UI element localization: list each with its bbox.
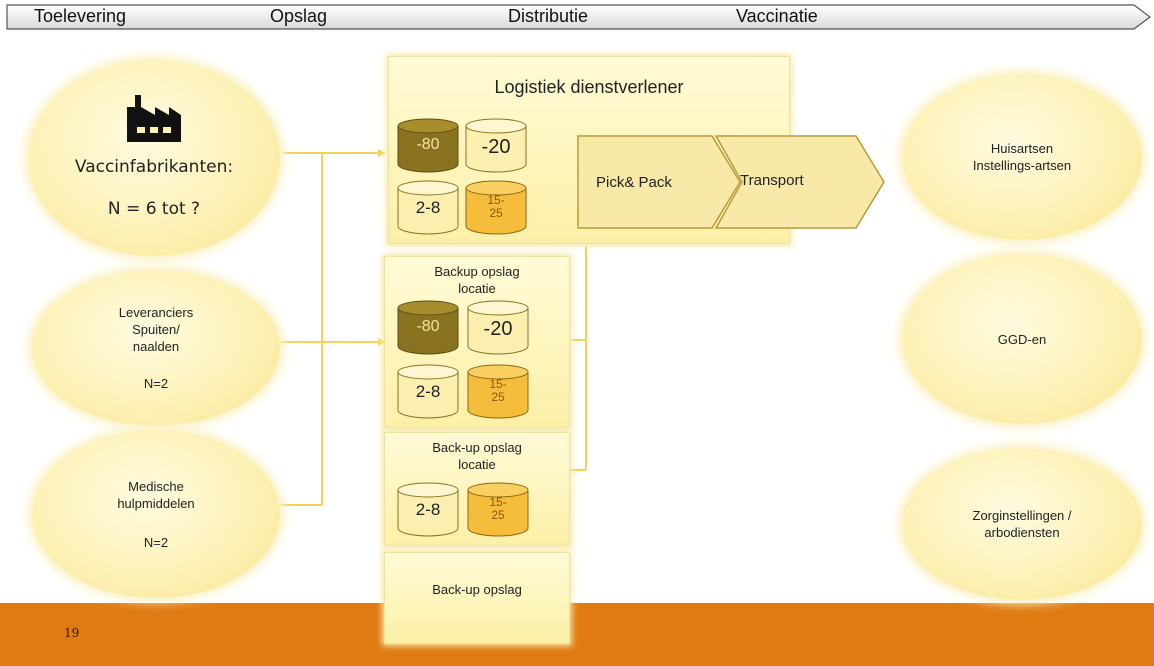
logistics-provider-title: Logistiek dienstverlener — [494, 77, 684, 97]
phase-vaccinatie: Vaccinatie — [736, 6, 818, 26]
vaccine-manufacturers-label: Vaccinfabrikanten: — [74, 157, 234, 177]
backup2-cylinder-15-25: 15- 25 — [466, 482, 530, 538]
recipient-ggd-line-1: GGD-en — [997, 331, 1047, 347]
syringe-suppliers-node: Leveranciers Spuiten/ naalden N=2 — [32, 270, 280, 426]
process-arrows — [577, 135, 885, 229]
backup-storage-box-3: Back-up opslag — [384, 552, 570, 644]
syringe-suppliers-line-3: naalden — [132, 339, 180, 354]
recipient-care-node: Zorginstellingen / arbodiensten — [902, 448, 1142, 600]
backup-storage-1-title-2: locatie — [458, 281, 496, 296]
vaccine-manufacturers-count: N = 6 tot ? — [107, 199, 201, 219]
backup-storage-1-title-1: Backup opslag — [434, 264, 520, 279]
medical-supplies-line-2: hulpmiddelen — [117, 495, 195, 511]
recipient-ggd-node: GGD-en — [902, 254, 1142, 424]
factory-icon — [127, 95, 181, 142]
footer-band — [0, 603, 1154, 666]
phase-toelevering: Toelevering — [34, 6, 127, 26]
backup-storage-2-title-2: locatie — [458, 457, 496, 472]
temp-cylinder-15-25: 15- 25 — [464, 180, 528, 236]
recipient-care-line-1: Zorginstellingen / — [972, 508, 1072, 523]
syringe-suppliers-line-2: Spuiten/ — [132, 322, 180, 337]
backup1-cylinder-15-25: 15- 25 — [466, 364, 530, 420]
phase-opslag: Opslag — [270, 6, 328, 26]
transport-label: Transport — [740, 172, 804, 189]
phase-distributie: Distributie — [508, 6, 589, 26]
page-number: 19 — [64, 626, 80, 640]
recipient-gp-node: Huisartsen Instellings-artsen — [902, 74, 1142, 240]
vaccine-manufacturers-node: Vaccinfabrikanten: N = 6 tot ? — [28, 60, 280, 256]
temp-cylinder-2-8: 2-8 — [396, 180, 460, 236]
backup-storage-3-title: Back-up opslag — [432, 582, 522, 597]
backup2-cylinder-2-8: 2-8 — [396, 482, 460, 538]
backup1-cylinder-minus80: -80 — [396, 300, 460, 356]
backup1-cylinder-2-8: 2-8 — [396, 364, 460, 420]
pick-pack-label: Pick& Pack — [596, 174, 672, 191]
medical-supplies-node: Medische hulpmiddelen N=2 — [32, 430, 280, 598]
medical-supplies-line-1: Medische — [128, 478, 184, 494]
syringe-suppliers-line-1: Leveranciers — [118, 305, 194, 320]
temp-cylinder-minus20: -20 — [464, 118, 528, 174]
temp-cylinder-minus80: -80 — [396, 118, 460, 174]
recipient-gp-line-1: Huisartsen — [990, 141, 1054, 156]
backup-storage-2-title-1: Back-up opslag — [432, 440, 522, 455]
medical-supplies-count: N=2 — [143, 534, 169, 550]
recipient-care-line-2: arbodiensten — [984, 525, 1060, 540]
recipient-gp-line-2: Instellings-artsen — [972, 158, 1072, 173]
backup1-cylinder-minus20: -20 — [466, 300, 530, 356]
phase-bar — [6, 4, 1152, 30]
syringe-suppliers-count: N=2 — [143, 376, 169, 391]
